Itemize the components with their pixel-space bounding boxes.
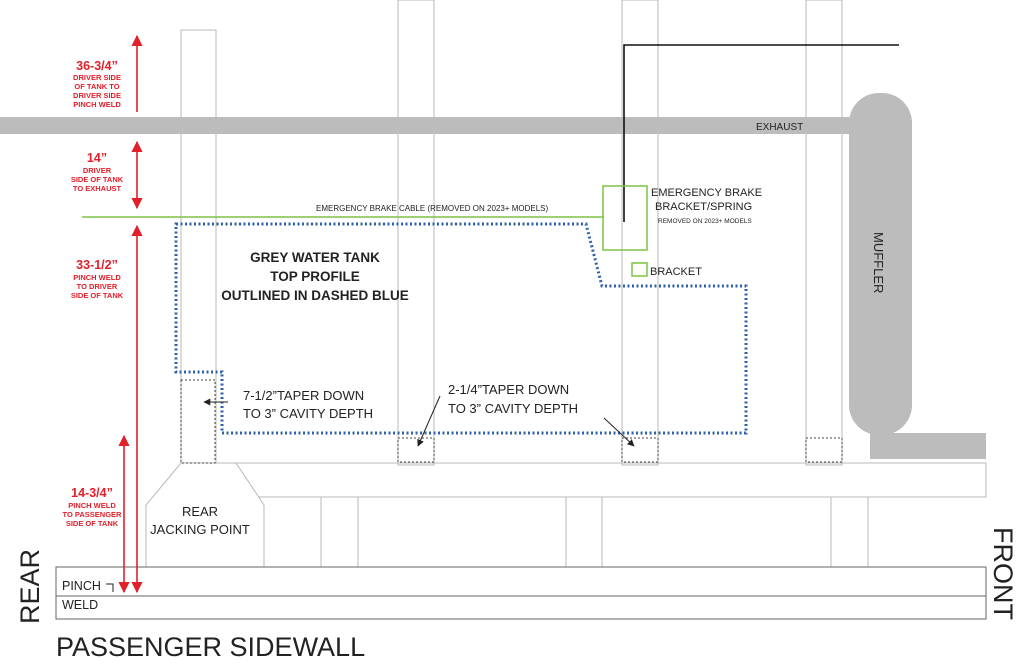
measurement-14: 14” DRIVER SIDE OF TANK TO EXHAUST [71, 151, 124, 193]
tank-title-3: OUTLINED IN DASHED BLUE [221, 288, 409, 303]
tank-title-2: TOP PROFILE [270, 269, 360, 284]
brake-bracket-label-1: EMERGENCY BRAKE [651, 187, 762, 199]
jacking-label-2: JACKING POINT [150, 522, 250, 537]
pinch-label: PINCH [62, 579, 101, 593]
rear-label: REAR [15, 549, 45, 624]
taper-cavity-2 [397, 437, 435, 463]
muffler [849, 93, 912, 435]
measurement-36-3-4: 36-3/4” DRIVER SIDE OF TANK TO DRIVER SI… [73, 59, 121, 109]
measure-value: 14” [87, 151, 107, 165]
measure-line: SIDE OF TANK [66, 519, 119, 528]
muffler-label: MUFFLER [871, 232, 886, 293]
taper1-label-1: 7-1/2”TAPER DOWN [243, 388, 364, 403]
exhaust-pipe [0, 117, 852, 134]
taper2-label-2: TO 3” CAVITY DEPTH [448, 401, 578, 416]
measure-line: SIDE OF TANK [71, 175, 124, 184]
brake-bracket-note: REMOVED ON 2023+ MODELS [658, 218, 752, 225]
measure-line: TO DRIVER [77, 282, 118, 291]
measure-line: DRIVER [83, 166, 112, 175]
taper-cavity-1 [180, 379, 216, 464]
measurement-14-3-4: 14-3/4” PINCH WELD TO PASSENGER SIDE OF … [63, 486, 122, 528]
taper-cavity-3 [621, 437, 659, 463]
cross-member-4 [805, 0, 843, 466]
taper2-arrow-left [417, 395, 441, 447]
cross-member-3 [621, 0, 659, 466]
exhaust-label: EXHAUST [756, 122, 803, 133]
brake-cable-label: EMERGENCY BRAKE CABLE (REMOVED ON 2023+ … [316, 204, 548, 213]
lower-rail [215, 462, 987, 498]
grey-water-tank-outline [174, 222, 748, 435]
taper2-label-1: 2-1/4”TAPER DOWN [448, 382, 569, 397]
front-label: FRONT [988, 527, 1018, 620]
weld-label: WELD [62, 598, 98, 612]
pinch-weld-rail [55, 566, 987, 620]
cross-member-2 [397, 0, 435, 466]
measure-value: 36-3/4” [76, 59, 118, 73]
taper1-label-2: TO 3” CAVITY DEPTH [243, 406, 373, 421]
brake-bracket-spring [602, 185, 648, 251]
brake-bracket-label-2: BRACKET/SPRING [655, 201, 752, 213]
muffler-outlet [870, 433, 986, 459]
measure-line: PINCH WELD [68, 501, 116, 510]
cross-member-1 [180, 29, 217, 471]
taper2-arrow-right [603, 417, 635, 447]
measure-line: DRIVER SIDE [73, 73, 121, 82]
measure-line: TO PASSENGER [63, 510, 122, 519]
frame-rail [215, 462, 987, 567]
pinch-marker [106, 583, 114, 592]
tank-title-1: GREY WATER TANK [250, 250, 380, 265]
measure-line: OF TANK TO [74, 82, 119, 91]
jacking-label-1: REAR [182, 504, 218, 519]
measure-value: 33-1/2” [76, 258, 118, 272]
measure-line: PINCH WELD [73, 100, 121, 109]
measurement-33-1-2: 33-1/2” PINCH WELD TO DRIVER SIDE OF TAN… [71, 258, 124, 300]
taper-cavity-4 [805, 437, 843, 463]
measure-line: SIDE OF TANK [71, 291, 124, 300]
control-line [623, 44, 899, 222]
bracket-label: BRACKET [650, 266, 702, 278]
measure-line: DRIVER SIDE [73, 91, 121, 100]
bracket [631, 262, 648, 277]
measure-value: 14-3/4” [71, 486, 113, 500]
measure-line: PINCH WELD [73, 273, 121, 282]
measure-line: TO EXHAUST [73, 184, 122, 193]
sidewall-label: PASSENGER SIDEWALL [56, 632, 365, 662]
